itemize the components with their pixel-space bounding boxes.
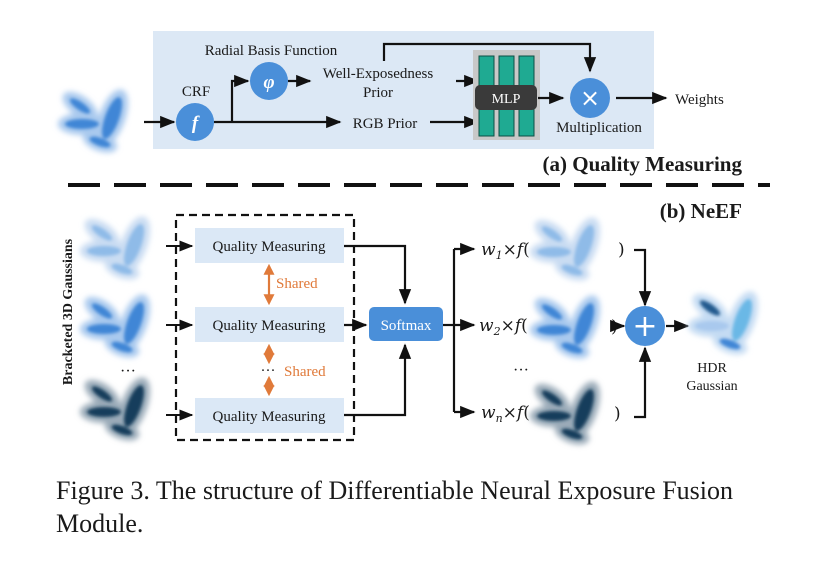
panel-b-neef: (b) NeEF Bracketed 3D Gaussians ··· Qual… bbox=[61, 199, 764, 449]
softmax-block bbox=[369, 307, 443, 341]
panel-b-title: (b) NeEF bbox=[660, 199, 742, 223]
input-gaussian-light bbox=[80, 212, 157, 283]
shared-label-2: Shared bbox=[284, 364, 326, 380]
quality-measuring-label-n: Quality Measuring bbox=[213, 409, 326, 425]
crf-node bbox=[176, 103, 214, 141]
term-n-close-paren: ) bbox=[614, 404, 621, 424]
input-ellipsis: ··· bbox=[120, 363, 136, 380]
shared-ellipsis: ··· bbox=[261, 363, 276, 379]
arrow-crf-to-rbf bbox=[230, 74, 250, 122]
mlp-block: MLP bbox=[473, 50, 540, 140]
quality-measuring-label-1: Quality Measuring bbox=[213, 239, 326, 255]
arrow-skip-to-multiply bbox=[382, 42, 597, 73]
sum-node bbox=[625, 306, 665, 346]
rgb-prior-label: RGB Prior bbox=[353, 116, 418, 132]
arrow-qmn-to-softmax bbox=[344, 343, 412, 417]
multiplication-label: Multiplication bbox=[556, 120, 642, 136]
crf-label: CRF bbox=[182, 84, 210, 100]
bracketed-gaussians-label: Bracketed 3D Gaussians bbox=[61, 238, 76, 385]
input-gaussian-mid bbox=[80, 290, 157, 361]
hdr-gaussian-label-line2: Gaussian bbox=[686, 379, 737, 394]
mlp-label: MLP bbox=[492, 92, 521, 107]
multiply-node bbox=[570, 78, 610, 118]
figure-caption: Figure 3. The structure of Differentiabl… bbox=[56, 476, 734, 538]
input-gaussian-cluster bbox=[58, 85, 135, 156]
rbf-label: Radial Basis Function bbox=[205, 43, 338, 59]
arrow-term1-to-sum bbox=[634, 248, 652, 307]
term-1-gaussian bbox=[530, 213, 607, 284]
quality-measuring-block-2 bbox=[195, 307, 344, 342]
term-2-weight: w2×f( bbox=[479, 316, 528, 338]
crf-symbol: f bbox=[192, 113, 200, 134]
arrow-qm1-to-softmax bbox=[344, 244, 412, 305]
weighted-term-2: w2×f( ) bbox=[479, 291, 618, 362]
weighted-term-n: wn×f( ) bbox=[481, 377, 621, 448]
terms-ellipsis: ··· bbox=[513, 362, 529, 379]
multiply-symbol: × bbox=[580, 84, 600, 112]
weighted-term-1: w1×f( ) bbox=[481, 213, 625, 284]
mlp-label-box bbox=[475, 85, 537, 110]
well-exposedness-label-line2: Prior bbox=[363, 85, 393, 101]
input-gaussian-dark bbox=[80, 373, 157, 444]
weights-label: Weights bbox=[675, 92, 724, 108]
term-1-weight: w1×f( bbox=[481, 240, 530, 262]
well-exposedness-label-line1: Well-Exposedness bbox=[323, 66, 434, 82]
term-2-gaussian bbox=[530, 291, 607, 362]
panel-a-background bbox=[153, 31, 654, 149]
arrow-termn-to-sum bbox=[634, 346, 652, 419]
shared-label-1: Shared bbox=[276, 276, 318, 292]
panel-a-quality-measuring: CRF f Radial Basis Function φ Well-Expos… bbox=[58, 31, 743, 176]
hdr-gaussian-cluster bbox=[688, 287, 765, 358]
quality-measuring-label-2: Quality Measuring bbox=[213, 318, 326, 334]
quality-measuring-block-n bbox=[195, 398, 344, 433]
softmax-label: Softmax bbox=[381, 318, 432, 334]
quality-measuring-block-1 bbox=[195, 228, 344, 263]
sum-symbol: + bbox=[632, 309, 657, 344]
rbf-symbol: φ bbox=[263, 72, 274, 93]
term-n-gaussian bbox=[530, 377, 607, 448]
panel-a-title: (a) Quality Measuring bbox=[543, 152, 743, 176]
term-1-close-paren: ) bbox=[618, 240, 625, 260]
term-n-weight: wn×f( bbox=[481, 403, 530, 425]
hdr-gaussian-label-line1: HDR bbox=[697, 361, 727, 376]
rbf-node bbox=[250, 62, 288, 100]
